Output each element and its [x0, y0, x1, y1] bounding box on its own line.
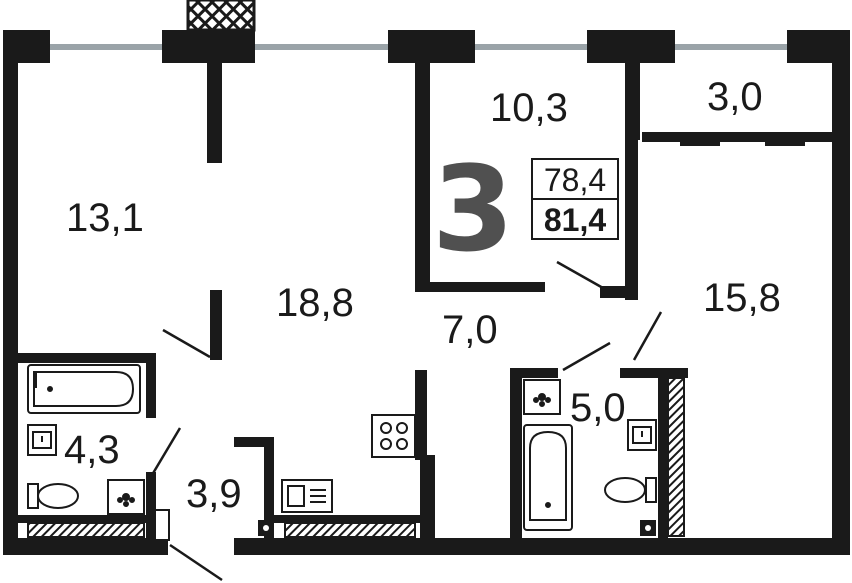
area-divider — [533, 198, 617, 200]
toilet-left — [27, 483, 79, 509]
wall-outlets — [258, 520, 656, 536]
ventilation-lattice — [186, 0, 256, 32]
room-area-bathroom-right: 5,0 — [570, 386, 626, 430]
bathtub-left — [27, 364, 141, 414]
area-living: 78,4 — [543, 162, 607, 198]
room-area-hall: 7,0 — [442, 308, 498, 352]
balcony-doors — [680, 140, 805, 146]
toilet-right — [604, 477, 657, 503]
rooms-count: 3 — [432, 140, 514, 278]
windows — [50, 44, 787, 50]
hatched-panels — [27, 377, 685, 538]
room-area-bathroom-left: 4,3 — [64, 428, 120, 472]
exterior-walls — [3, 30, 850, 555]
room-area-living: 18,8 — [276, 281, 354, 325]
room-area-bedroom-right: 15,8 — [703, 276, 781, 320]
sink-left — [27, 424, 57, 456]
room-area-bedroom-left: 13,1 — [66, 196, 144, 240]
room-area-kitchen: 10,3 — [490, 86, 568, 130]
room-area-balcony: 3,0 — [707, 75, 763, 119]
area-summary: 78,4 81,4 — [531, 158, 619, 240]
bathtub-right — [523, 424, 573, 531]
interior-walls — [18, 60, 832, 541]
room-area-entrance: 3,9 — [186, 472, 242, 516]
entrance-threshold — [154, 509, 170, 541]
washing-machine-left — [107, 479, 145, 515]
area-total: 81,4 — [543, 202, 607, 238]
washing-machine-right — [523, 379, 561, 415]
sink-right — [627, 419, 657, 451]
kitchen-sink — [281, 479, 333, 513]
door-swings — [150, 260, 663, 582]
stove — [371, 414, 416, 458]
